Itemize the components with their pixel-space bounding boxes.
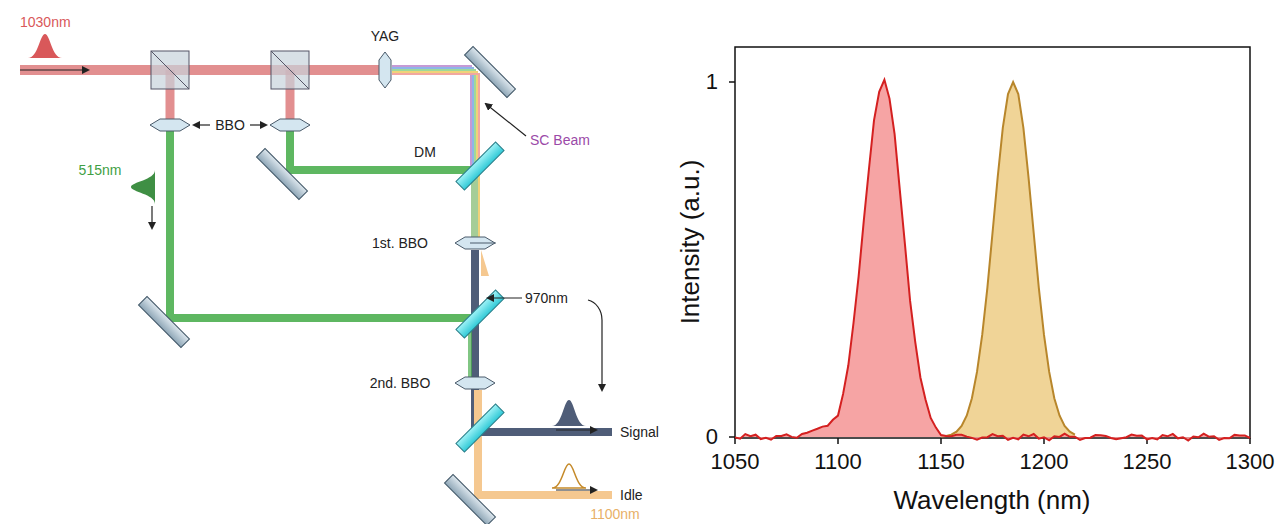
y-tick — [729, 81, 735, 83]
label-arrow — [194, 124, 210, 125]
beam-arrow — [556, 429, 596, 430]
x-tick-label: 1050 — [711, 451, 760, 473]
green-beam — [170, 130, 475, 318]
x-tick — [940, 438, 942, 444]
pulse-icon — [552, 400, 586, 426]
y-tick-label: 1 — [706, 71, 718, 93]
pulse-icon — [552, 464, 586, 488]
x-tick — [1043, 438, 1045, 444]
crystal-label: YAG — [371, 29, 400, 43]
y-tick-label: 0 — [706, 426, 718, 448]
yag-crystal — [379, 52, 391, 88]
pulse-icon — [28, 34, 62, 58]
wavelength-label: 970nm — [525, 291, 568, 305]
x-tick — [1249, 438, 1251, 444]
sc-beam — [392, 66, 479, 170]
wavelength-label: 515nm — [79, 163, 122, 177]
beam-arrow — [556, 489, 596, 490]
bbo-crystal — [150, 119, 495, 389]
x-tick-label: 1250 — [1123, 451, 1172, 473]
axis-title: Intensity (a.u.) — [677, 160, 703, 325]
signal-spectrum — [735, 80, 1250, 441]
y-tick — [729, 436, 735, 438]
dichroic-mirror — [456, 142, 504, 452]
mirror-label: DM — [414, 145, 436, 159]
output-label: Signal — [620, 425, 659, 439]
beam-arrow — [20, 69, 88, 70]
sc-beam — [478, 170, 480, 238]
green-beam — [290, 130, 475, 170]
axis-title: Wavelength (nm) — [894, 487, 1091, 513]
mirror — [139, 47, 516, 524]
x-tick-label: 1100 — [814, 451, 861, 473]
pump-beam — [20, 65, 388, 75]
idler-spectrum-fill — [941, 82, 1075, 437]
signal-spectrum-fill — [735, 80, 1250, 441]
pulse-icon — [131, 170, 155, 204]
crystal-label: BBO — [215, 118, 245, 132]
x-tick — [837, 438, 839, 444]
signal-beam — [475, 428, 612, 436]
label-arrow — [486, 104, 526, 136]
label-arrow — [488, 297, 522, 298]
x-tick-label: 1150 — [917, 451, 964, 473]
output-label: Idle — [620, 488, 643, 502]
x-tick-label: 1200 — [1020, 451, 1069, 473]
chart-axes — [735, 47, 1250, 438]
beam-splitter — [151, 51, 309, 89]
crystal-label: 1st. BBO — [372, 236, 428, 250]
idler-spectrum — [941, 82, 1075, 437]
wavelength-label: 1100nm — [590, 507, 640, 521]
label-arrow — [250, 124, 266, 125]
x-tick-label: 1300 — [1226, 451, 1275, 473]
idler-trace — [481, 250, 489, 276]
label-arrow — [588, 300, 602, 390]
wavelength-label: 1030nm — [20, 15, 71, 29]
crystal-label: 2nd. BBO — [370, 376, 431, 390]
idler-beam — [478, 390, 612, 495]
x-tick — [734, 438, 736, 444]
beam-label: SC Beam — [530, 133, 590, 147]
beam-arrow — [151, 206, 152, 228]
